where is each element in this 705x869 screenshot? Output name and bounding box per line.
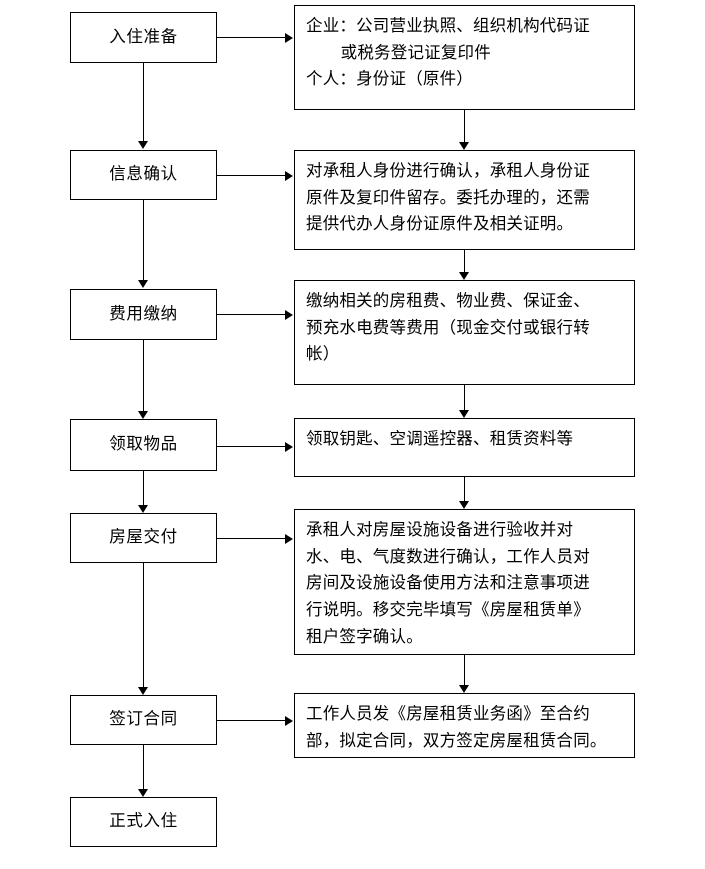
connector-stage5-detail5 [217, 538, 286, 540]
detail-line: 工作人员发《房屋租赁业务函》至合约 [306, 705, 590, 723]
connector-detail5-detail6 [464, 655, 466, 687]
detail-line: 或税务登记证复印件 [340, 43, 491, 62]
detail-line: 企业：公司营业执照、组织机构代码证 [306, 17, 590, 35]
stage-label: 入住准备 [109, 27, 178, 46]
connector-stage3-detail3 [217, 314, 286, 316]
detail-line: 租户签字确认。 [306, 627, 423, 646]
stage-box-fangwujiaofu[interactable]: 房屋交付 [70, 513, 217, 563]
detail-line: 承租人对房屋设施设备进行验收并对 [306, 521, 574, 539]
stage-box-qiandinghetong[interactable]: 签订合同 [70, 695, 217, 745]
stage-label: 房屋交付 [109, 528, 178, 547]
detail-line: 部，拟定合同，双方签定房屋租赁合同。 [306, 731, 607, 750]
detail-line: 预充水电费等费用（现金交付或银行转 [306, 318, 590, 337]
arrowhead-down-detail2 [459, 142, 470, 150]
connector-stage3-stage4 [143, 340, 145, 412]
arrowhead-down-detail5 [459, 501, 470, 509]
detail-line: 提供代办人身份证原件及相关证明。 [306, 215, 574, 234]
arrowhead-down-detail3 [459, 272, 470, 280]
arrowhead-down-stage5 [138, 505, 149, 513]
detail-box-feiyongjiaona[interactable]: 缴纳相关的房租费、物业费、保证金、 预充水电费等费用（现金交付或银行转 帐） [294, 280, 635, 385]
detail-line: 缴纳相关的房租费、物业费、保证金、 [306, 292, 590, 310]
detail-line: 个人：身份证（原件） [306, 70, 473, 89]
arrowhead-right-detail5 [285, 533, 293, 544]
connector-detail4-detail5 [464, 477, 466, 503]
stage-box-lingquwupin[interactable]: 领取物品 [70, 419, 217, 471]
connector-detail2-detail3 [464, 250, 466, 274]
detail-box-qiandinghetong[interactable]: 工作人员发《房屋租赁业务函》至合约 部，拟定合同，双方签定房屋租赁合同。 [294, 693, 635, 758]
stage-box-xinxiqueren[interactable]: 信息确认 [70, 150, 217, 200]
detail-line: 水、电、气度数进行确认，工作人员对 [306, 547, 590, 566]
connector-detail3-detail4 [464, 385, 466, 411]
stage-label: 签订合同 [109, 710, 178, 729]
arrowhead-down-stage3 [138, 280, 149, 288]
detail-box-fangwujiaofu[interactable]: 承租人对房屋设施设备进行验收并对 水、电、气度数进行确认，工作人员对 房间及设施… [294, 509, 635, 655]
connector-stage2-stage3 [143, 200, 145, 281]
arrowhead-right-detail3 [285, 309, 293, 320]
arrowhead-down-stage4 [138, 411, 149, 419]
arrowhead-right-detail1 [285, 32, 293, 43]
detail-line: 房间及设施设备使用方法和注意事项进 [306, 574, 590, 593]
connector-stage1-detail1 [217, 37, 286, 39]
detail-line: 帐） [306, 345, 340, 364]
connector-stage4-detail4 [217, 446, 286, 448]
arrowhead-right-detail2 [285, 170, 293, 181]
detail-line: 领取钥匙、空调遥控器、租赁资料等 [306, 430, 574, 448]
detail-line: 原件及复印件留存。委托办理的，还需 [306, 188, 590, 207]
connector-stage6-detail6 [217, 720, 286, 722]
arrowhead-right-detail6 [285, 715, 293, 726]
connector-stage6-stage7 [143, 745, 145, 790]
detail-line: 行说明。移交完毕填写《房屋租赁单》 [306, 601, 590, 620]
detail-box-xinxiqueren[interactable]: 对承租人身份进行确认，承租人身份证 原件及复印件留存。委托办理的，还需 提供代办… [294, 150, 635, 250]
stage-label: 费用缴纳 [109, 304, 178, 323]
connector-detail1-detail2 [464, 110, 466, 143]
arrowhead-down-stage7 [138, 789, 149, 797]
arrowhead-down-detail6 [459, 685, 470, 693]
stage-label: 信息确认 [109, 165, 178, 184]
arrowhead-right-detail4 [285, 441, 293, 452]
detail-box-ruzhuzhunbei[interactable]: 企业：公司营业执照、组织机构代码证 或税务登记证复印件 个人：身份证（原件） [294, 5, 635, 110]
detail-line: 对承租人身份进行确认，承租人身份证 [306, 162, 590, 180]
connector-stage5-stage6 [143, 563, 145, 688]
stage-box-zhengshiruzhu[interactable]: 正式入住 [70, 797, 217, 847]
arrowhead-down-stage2 [138, 141, 149, 149]
connector-stage1-stage2 [143, 63, 145, 142]
arrowhead-down-stage6 [138, 687, 149, 695]
arrowhead-down-detail4 [459, 410, 470, 418]
stage-box-feiyongjiaona[interactable]: 费用缴纳 [70, 289, 217, 340]
stage-label: 正式入住 [109, 812, 178, 831]
detail-box-lingquwupin[interactable]: 领取钥匙、空调遥控器、租赁资料等 [294, 418, 635, 477]
stage-label: 领取物品 [109, 435, 178, 454]
stage-box-ruzhuzhunbei[interactable]: 入住准备 [70, 12, 217, 63]
connector-stage2-detail2 [217, 175, 286, 177]
connector-stage4-stage5 [143, 471, 145, 506]
